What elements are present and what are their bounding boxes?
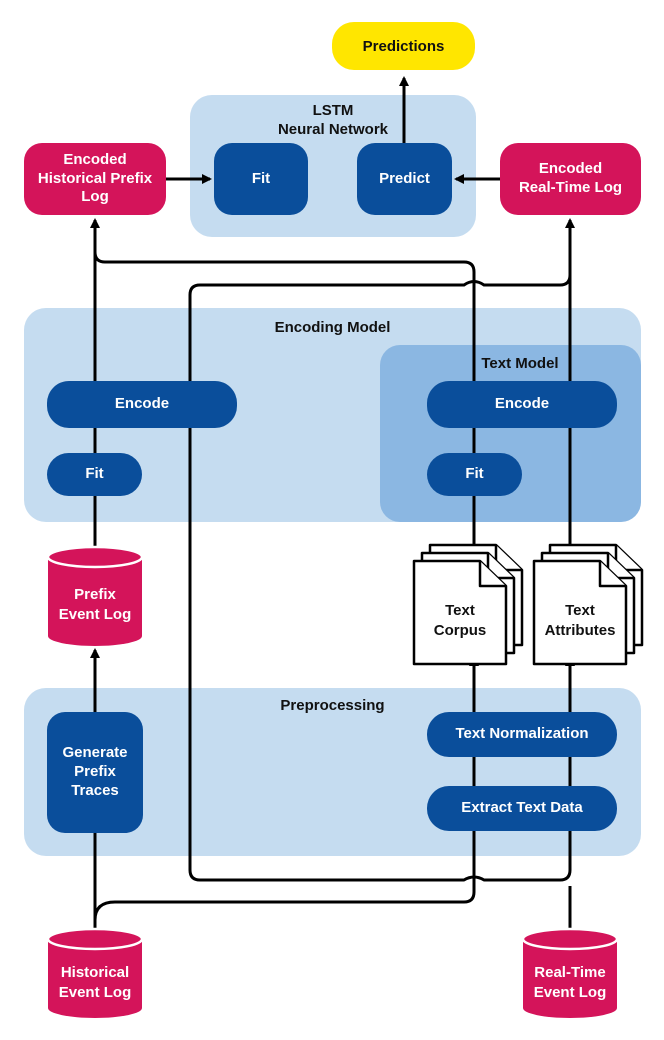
lstm-predict-node[interactable]: Predict bbox=[357, 143, 452, 215]
prefix-event-log-cylinder bbox=[46, 545, 144, 646]
prefix-event-log-label[interactable]: Prefix Event Log bbox=[58, 586, 132, 623]
text-encode-node[interactable]: Encode bbox=[427, 381, 617, 428]
edge-historical-to-text-pipeline bbox=[93, 822, 476, 921]
lstm-fit-node[interactable]: Fit bbox=[214, 143, 308, 215]
extract-text-data-node[interactable]: Extract Text Data bbox=[427, 786, 617, 831]
lstm-title: LSTM Neural Network bbox=[277, 102, 389, 138]
text-normalization-node[interactable]: Text Normalization bbox=[427, 712, 617, 757]
edge-text-encode-to-historical bbox=[93, 251, 476, 381]
encoded-historical-log-node[interactable]: Encoded Historical Prefix Log bbox=[24, 143, 166, 215]
edge-encode-loop-top bbox=[188, 262, 572, 381]
realtime-event-log-label[interactable]: Real-Time Event Log bbox=[533, 964, 607, 1001]
historical-event-log-label[interactable]: Historical Event Log bbox=[58, 964, 132, 1001]
fit-node[interactable]: Fit bbox=[47, 453, 142, 496]
preprocessing-title: Preprocessing bbox=[280, 697, 385, 714]
text-model-title: Text Model bbox=[481, 355, 559, 372]
encoded-realtime-log-node[interactable]: Encoded Real-Time Log bbox=[500, 143, 641, 215]
generate-prefix-traces-node[interactable]: Generate Prefix Traces bbox=[47, 712, 143, 833]
historical-event-log-cylinder bbox=[46, 927, 144, 1018]
text-corpus-label[interactable]: Text Corpus bbox=[433, 602, 487, 639]
text-corpus-document bbox=[412, 543, 524, 666]
encode-node[interactable]: Encode bbox=[47, 381, 237, 428]
predictions-node[interactable]: Predictions bbox=[332, 22, 475, 70]
realtime-event-log-cylinder bbox=[521, 927, 619, 1018]
text-attributes-label[interactable]: Text Attributes bbox=[544, 602, 616, 639]
encoding-model-title: Encoding Model bbox=[274, 319, 391, 336]
text-attributes-document bbox=[532, 543, 644, 666]
text-fit-node[interactable]: Fit bbox=[427, 453, 522, 496]
